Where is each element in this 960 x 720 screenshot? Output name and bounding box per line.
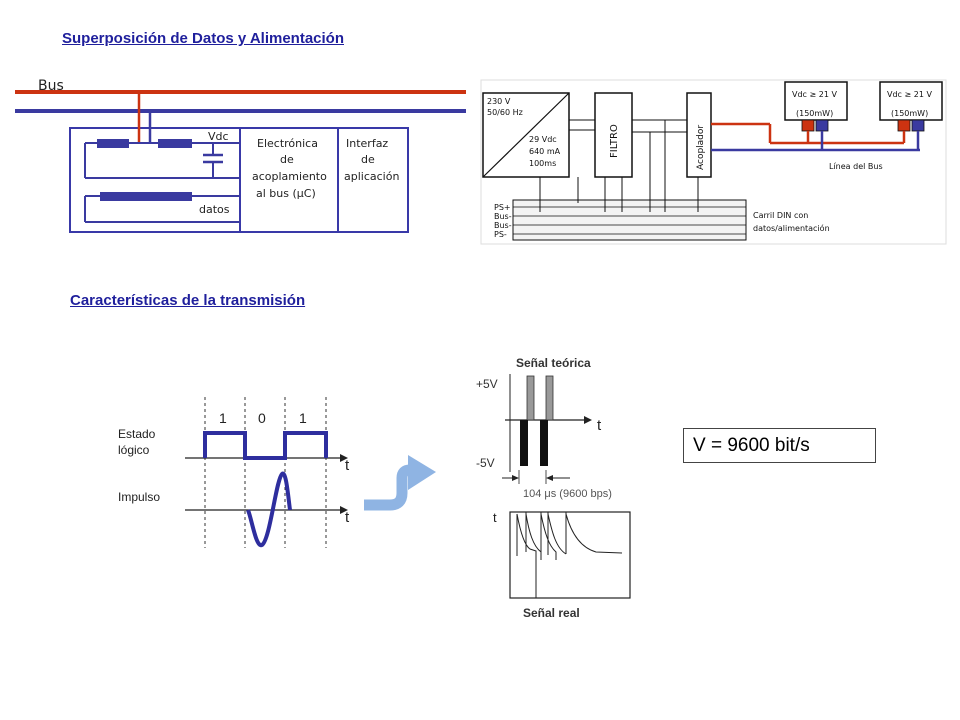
plus5-label: +5V	[476, 377, 498, 391]
carril-line-1: Carril DIN con	[753, 211, 808, 220]
bit-3: 1	[299, 410, 307, 426]
top-section-title: Superposición de Datos y Alimentación	[62, 30, 344, 47]
speed-box: V = 9600 bit/s	[683, 428, 876, 463]
linea-bus-label: Línea del Bus	[829, 162, 883, 171]
psu-in-1: 230 V	[487, 97, 511, 106]
device2-line-2: (150mW)	[891, 109, 928, 118]
bottom-section-title: Características de la transmisión	[70, 292, 306, 309]
psu-in-2: 50/60 Hz	[487, 108, 523, 117]
signal-diagram: Señal teórica +5V -5V t 104 μs (9600 bps…	[476, 356, 631, 620]
bit-1: 1	[219, 410, 227, 426]
flow-arrow-icon	[364, 455, 436, 511]
bus-label: Bus	[38, 78, 64, 94]
psu-out-3: 100ms	[529, 159, 556, 168]
power-supply-diagram: 230 V 50/60 Hz 29 Vdc 640 mA 100ms FILTR…	[480, 79, 947, 245]
minus5-label: -5V	[476, 456, 495, 470]
carril-line-2: datos/alimentación	[753, 223, 830, 233]
estado-line-1: Estado	[118, 427, 156, 441]
time-axis-2: t	[345, 509, 350, 526]
rail-bus-minus-2: Bus-	[494, 221, 512, 230]
impulso-label: Impulso	[118, 490, 160, 504]
electronica-line-1: Electrónica	[257, 137, 318, 150]
bit-2: 0	[258, 410, 266, 426]
datos-label: datos	[199, 203, 230, 216]
time-axis-top: t	[597, 417, 602, 434]
rail-bus-minus-1: Bus-	[494, 212, 512, 221]
vdc-label: Vdc	[208, 130, 229, 143]
rail-ps-minus: PS-	[494, 230, 507, 239]
senal-teorica-label: Señal teórica	[516, 356, 591, 370]
interfaz-line-2: de	[361, 153, 375, 166]
psu-out-1: 29 Vdc	[529, 135, 557, 144]
logic-pulse-diagram: 1 0 1 Estado lógico Impulso t t	[118, 397, 350, 548]
psu-out-2: 640 mA	[529, 147, 561, 156]
senal-real-label: Señal real	[523, 606, 580, 620]
rail-ps-plus: PS+	[494, 203, 511, 212]
filtro-label: FILTRO	[609, 124, 620, 158]
time-axis-bottom: t	[493, 510, 497, 525]
estado-line-2: lógico	[118, 443, 150, 457]
device1-line-2: (150mW)	[796, 109, 833, 118]
acoplador-label: Acoplador	[696, 125, 706, 170]
electronica-line-4: al bus (μC)	[256, 187, 316, 200]
interfaz-line-3: aplicación	[344, 170, 399, 183]
time-axis-1: t	[345, 457, 350, 474]
interfaz-line-1: Interfaz	[346, 137, 388, 150]
electronica-line-3: acoplamiento	[252, 170, 327, 183]
bus-coupling-diagram: Bus Vdc datos Electrónica de acoplamient…	[15, 78, 466, 233]
period-label: 104 μs (9600 bps)	[523, 488, 612, 500]
device1-line-1: Vdc ≥ 21 V	[792, 90, 837, 99]
speed-value: V = 9600 bit/s	[693, 435, 810, 456]
device2-line-1: Vdc ≥ 21 V	[887, 90, 932, 99]
electronica-line-2: de	[280, 153, 294, 166]
